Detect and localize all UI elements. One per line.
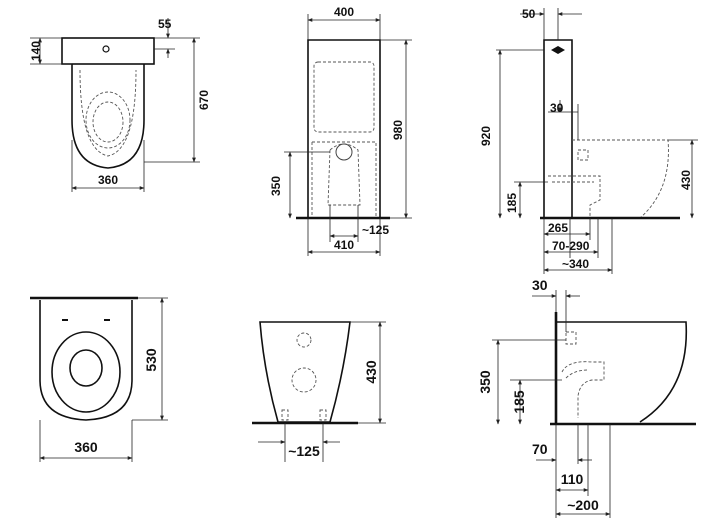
bowl-side-dashed <box>572 139 669 219</box>
dim-110: 110 <box>561 471 584 487</box>
dim-70: 70 <box>532 441 548 457</box>
dim-670: 670 <box>197 90 211 110</box>
dim-30-bowl: 30 <box>532 277 548 293</box>
dim-920: 920 <box>479 126 493 146</box>
trap-front <box>327 143 361 206</box>
bowl-side <box>556 321 688 423</box>
dim-125-bowl: ~125 <box>288 443 320 459</box>
view-side-with-cistern: 50 920 30 430 185 265 70-290 ~340 <box>479 7 698 274</box>
dim-265: 265 <box>548 221 568 235</box>
view-top-bowl: 530 360 <box>30 296 168 462</box>
fix-right <box>319 409 327 421</box>
dim-530: 530 <box>143 348 159 372</box>
trap-side-dashed <box>548 175 601 218</box>
view-front-bowl: 430 ~125 <box>252 321 386 462</box>
dim-185-bowl: 185 <box>511 390 527 414</box>
rim-dashed <box>79 69 137 157</box>
dim-55: 55 <box>158 17 172 31</box>
dim-430-front: 430 <box>363 360 379 384</box>
flush-button <box>102 45 110 53</box>
wall-mount-box <box>577 149 589 161</box>
view-top-with-cistern: 140 55 670 360 <box>29 17 211 192</box>
cistern-side <box>543 39 573 219</box>
seat-outline <box>85 91 131 149</box>
dim-360-bottom: 360 <box>74 439 98 455</box>
dim-400: 400 <box>334 5 354 19</box>
flush-pipe-side <box>551 46 565 54</box>
view-side-bowl: 30 350 185 70 110 ~200 <box>477 277 696 518</box>
dim-350-side: 350 <box>477 370 493 394</box>
inlet-circle <box>296 332 312 348</box>
cistern-top <box>61 37 155 65</box>
dim-140: 140 <box>29 41 43 61</box>
dim-50: 50 <box>522 7 536 21</box>
dim-350-front: 350 <box>269 176 283 196</box>
seat-inner <box>92 101 124 143</box>
bowl-outline <box>39 300 133 421</box>
outlet-circle-front <box>291 367 317 393</box>
trap-side-bowl <box>561 361 605 418</box>
dim-200: ~200 <box>567 497 599 513</box>
view-front-with-cistern: 400 980 350 ~125 410 <box>269 5 412 256</box>
bowl-front <box>259 321 351 423</box>
dim-340: ~340 <box>562 257 589 271</box>
cistern-front <box>307 39 381 219</box>
wall-box-side <box>565 331 577 345</box>
dim-430-side: 430 <box>679 170 693 190</box>
cistern-tank-dashed <box>313 61 375 133</box>
dim-410: 410 <box>334 238 354 252</box>
dim-70-290: 70-290 <box>552 239 590 253</box>
bowl-outline-top <box>71 64 145 169</box>
seat-opening <box>69 349 103 387</box>
outlet-circle <box>335 143 353 161</box>
dim-980: 980 <box>391 120 405 140</box>
dim-185-side: 185 <box>505 193 519 213</box>
seat-ring <box>51 331 121 413</box>
bowl-front-dashed <box>311 141 377 218</box>
dim-125-front: ~125 <box>362 223 389 237</box>
fix-left <box>281 409 289 421</box>
dim-30-side: 30 <box>550 101 564 115</box>
dim-360-top: 360 <box>98 173 118 187</box>
